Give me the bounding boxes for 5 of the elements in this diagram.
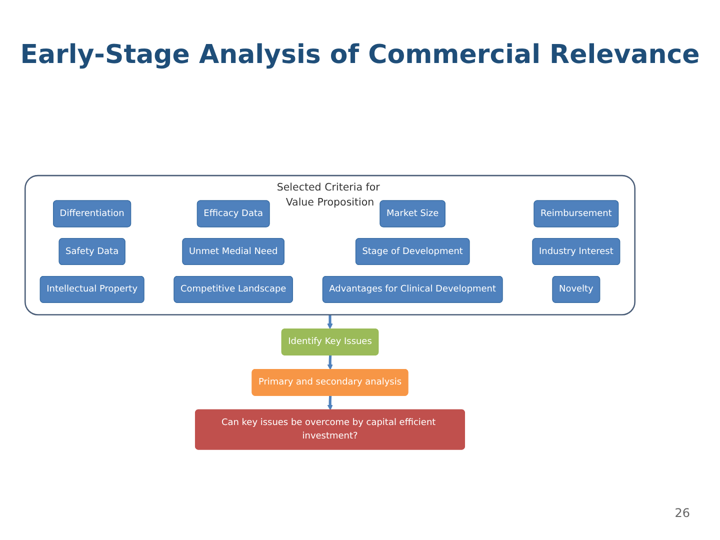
page-number: 26 (674, 506, 690, 520)
arrow (327, 314, 333, 330)
arrow (327, 396, 333, 410)
arrow (327, 355, 333, 370)
slide-title: Early-Stage Analysis of Commercial Relevance (19, 40, 701, 70)
